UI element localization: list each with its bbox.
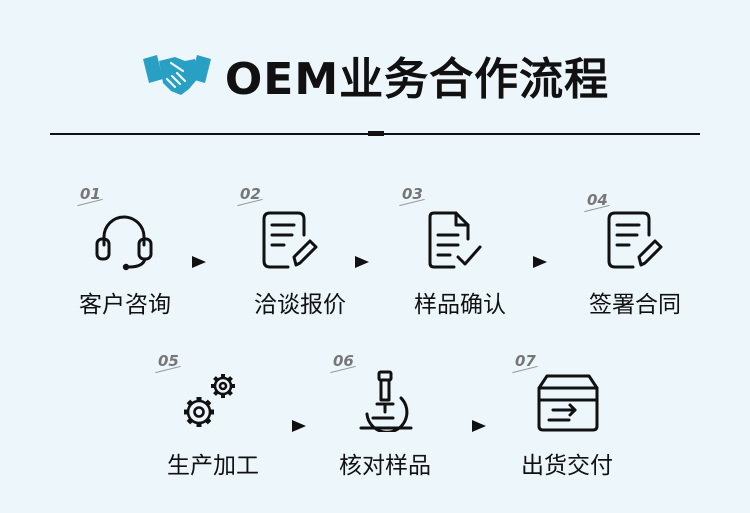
step-07: 07 出货交付 [487,352,647,482]
microscope-icon [359,370,413,432]
delivery-box-icon [537,374,599,432]
document-check-icon [428,211,482,269]
step-label: 核对样品 [339,453,431,479]
headset-icon [95,215,153,271]
flow-arrow [472,420,486,432]
step-label: 客户咨询 [79,292,171,318]
step-01: 01 客户咨询 [45,185,205,318]
step-number: 06 [333,352,354,370]
step-number: 03 [402,185,423,203]
page-title: OEM业务合作流程 [224,54,610,105]
step-04: 04 签署合同 [555,185,715,318]
step-number: 01 [80,185,101,203]
step-label: 出货交付 [521,453,613,479]
handshake-icon [142,55,211,95]
step-02: 02 洽谈报价 [220,185,380,318]
flow-arrow [533,256,547,268]
flow-arrow [192,256,206,268]
header: OEM业务合作流程 [0,40,750,110]
step-number: 04 [587,191,608,209]
title-divider-tab [368,131,384,136]
contract-sign-icon [607,211,663,269]
step-06: 06 核对样品 [305,352,465,482]
flow-arrow [355,256,369,268]
step-05: 05 [133,352,293,482]
step-number: 02 [240,185,261,203]
step-label: 签署合同 [589,292,681,318]
gears-icon [184,374,235,427]
step-label: 生产加工 [167,453,259,479]
flow-arrow [292,420,306,432]
step-label: 样品确认 [414,292,506,318]
step-number: 05 [158,352,179,370]
step-number: 07 [515,352,536,370]
step-03: 03 样品确认 [380,185,540,318]
document-edit-icon [262,211,318,269]
step-label: 洽谈报价 [254,292,346,318]
